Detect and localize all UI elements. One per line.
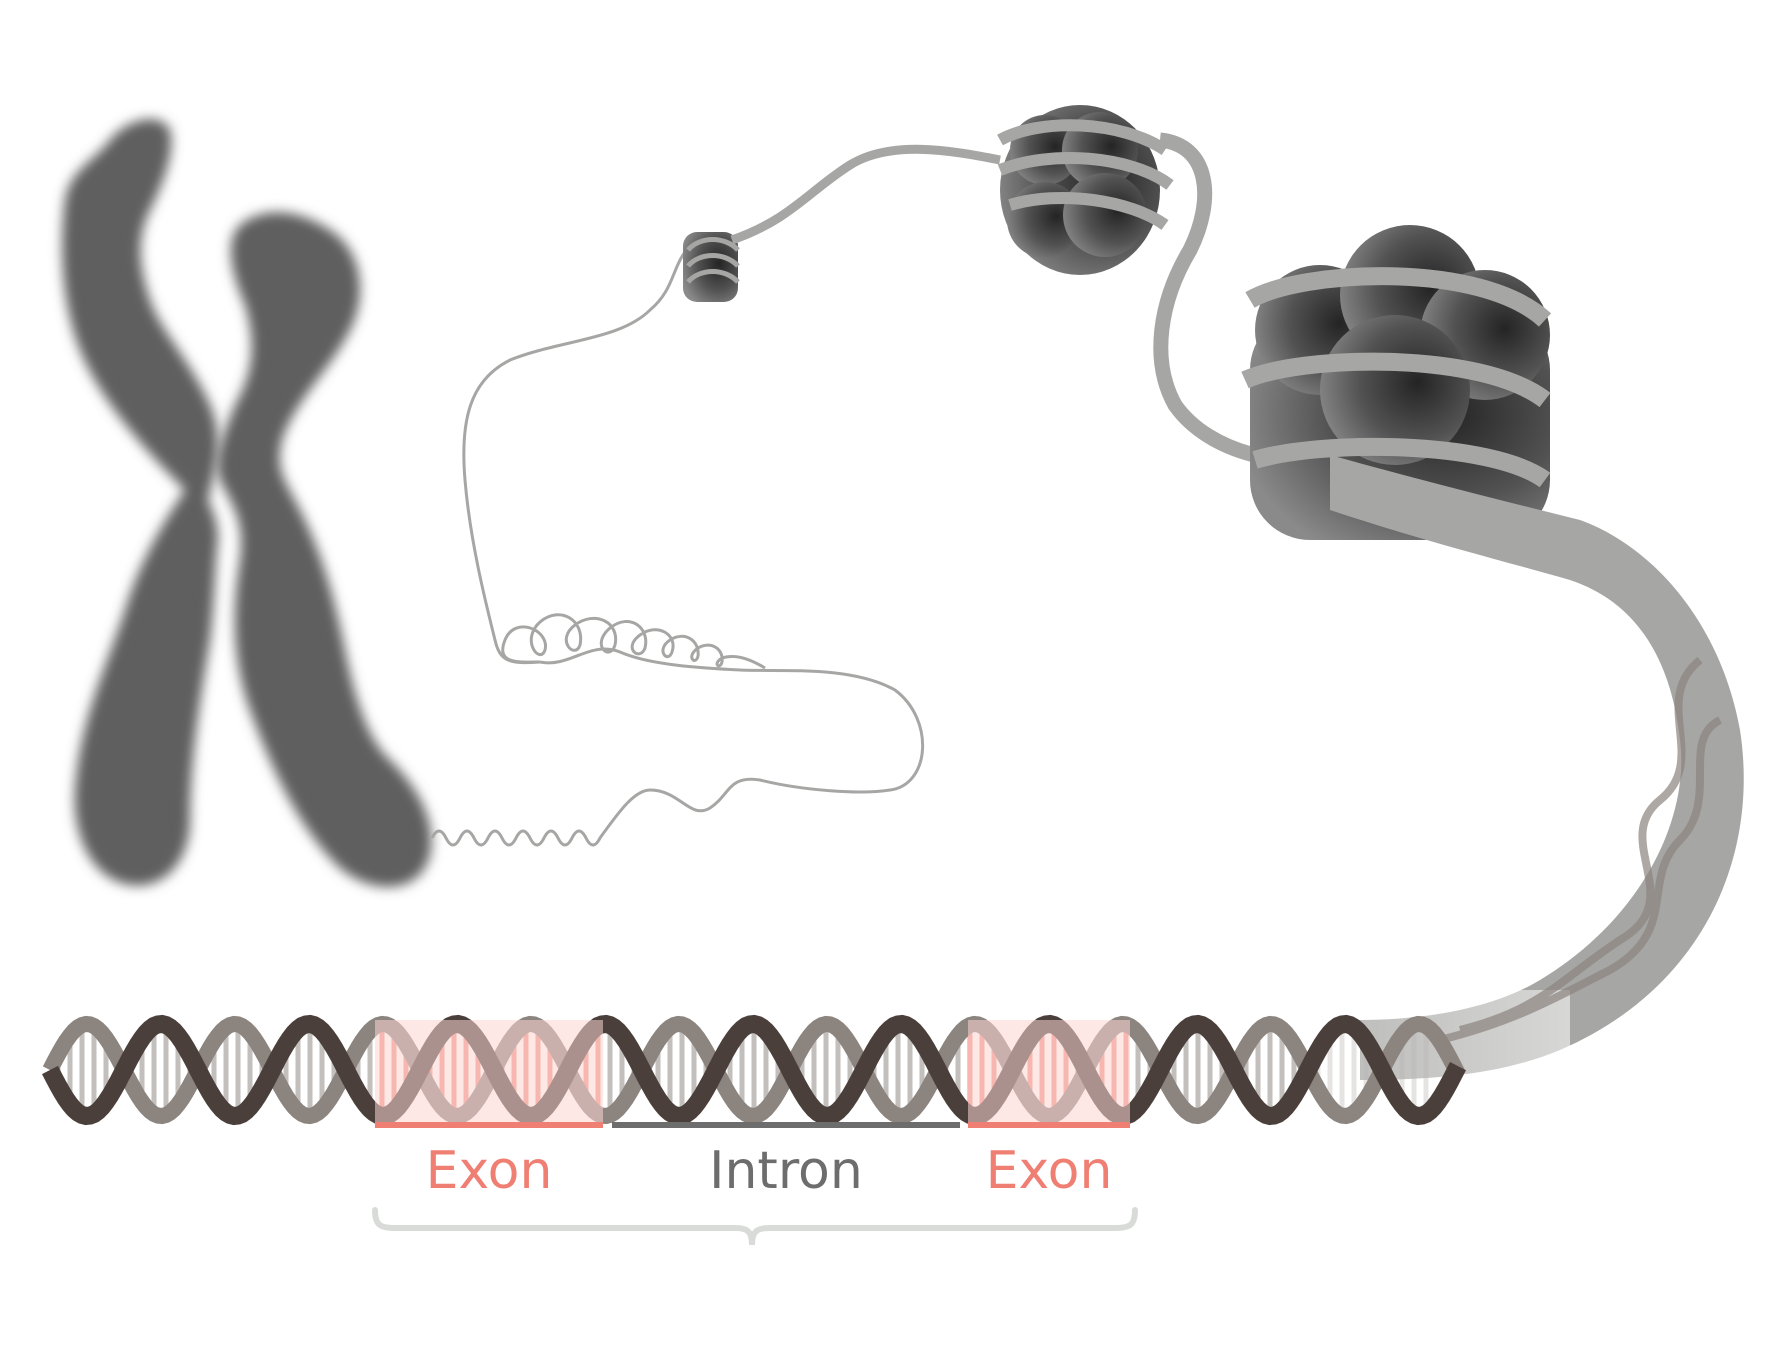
small-nucleosome-wrap — [686, 237, 740, 284]
medium-nucleosome — [997, 105, 1174, 275]
medium-nucleosome-wrap — [997, 119, 1174, 230]
intron-underline — [612, 1122, 960, 1128]
intron-label: Intron — [709, 1141, 863, 1201]
exon-left-underline — [375, 1122, 603, 1128]
exon-left-highlight — [375, 1020, 603, 1125]
large-nucleosome-wrap — [1241, 267, 1552, 488]
exon-left-label: Exon — [426, 1141, 553, 1201]
chromosome — [62, 119, 432, 887]
ribbon-helix-strand-2 — [1439, 716, 1723, 1044]
helix-back-strand — [42, 1015, 1466, 1125]
helix-front-strand — [41, 1014, 1467, 1126]
gene-brace — [372, 1207, 1138, 1246]
small-nucleosome-core — [683, 232, 738, 302]
dna-linker-strand-2 — [730, 144, 1001, 245]
large-nucleosome — [1241, 225, 1552, 540]
dna-linker-strand — [462, 238, 701, 665]
exon-right-underline — [968, 1122, 1130, 1128]
exon-right-label: Exon — [986, 1141, 1113, 1201]
dna-double-helix — [41, 1014, 1467, 1126]
large-histone-lobe-4 — [1320, 315, 1470, 465]
small-nucleosome — [683, 232, 740, 302]
ribbon-helix — [1439, 656, 1723, 1044]
chromosome-right-arm — [217, 212, 432, 887]
chromosome-left-arm — [62, 119, 218, 886]
dna-loop-coils — [501, 613, 766, 670]
exon-right-highlight — [968, 1020, 1130, 1125]
ribbon-helix-strand-1 — [1459, 656, 1703, 1034]
dna-coil-strand — [430, 647, 925, 847]
